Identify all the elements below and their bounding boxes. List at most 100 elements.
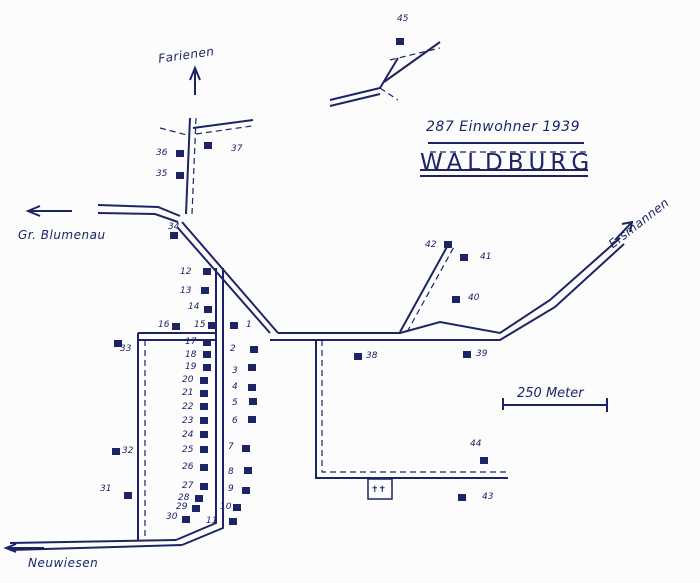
- house-marker-15: [208, 322, 216, 329]
- road-east-spur: [399, 244, 449, 333]
- house-marker-34: [170, 232, 178, 239]
- house-marker-16: [172, 323, 180, 330]
- house-number-label: 14: [188, 302, 200, 312]
- house-marker-18: [203, 351, 211, 358]
- houses: [112, 38, 488, 525]
- house-marker-14: [204, 306, 212, 313]
- house-number-label: 24: [182, 430, 194, 440]
- road-southwest: [9, 539, 177, 544]
- house-marker-3: [248, 364, 256, 371]
- house-marker-7: [242, 445, 250, 452]
- house-number-label: 3: [232, 366, 238, 376]
- house-number-label: 20: [182, 375, 194, 385]
- house-number-label: 7: [228, 442, 234, 452]
- house-number-label: 26: [182, 462, 194, 472]
- house-number-label: 1: [246, 320, 252, 330]
- house-marker-38: [354, 353, 362, 360]
- house-marker-10: [233, 504, 241, 511]
- house-marker-23: [200, 417, 208, 424]
- house-marker-6: [248, 416, 256, 423]
- house-marker-30: [182, 516, 190, 523]
- house-number-label: 35: [156, 169, 168, 179]
- house-marker-43: [458, 494, 466, 501]
- house-number-label: 6: [232, 416, 238, 426]
- house-number-label: 36: [156, 148, 168, 158]
- house-number-label: 31: [100, 484, 112, 494]
- scale-label: 250 Meter: [517, 386, 584, 401]
- house-number-label: 9: [228, 484, 234, 494]
- house-marker-36: [176, 150, 184, 157]
- cemetery: ✝✝: [367, 478, 393, 500]
- arrow-southwest-icon: [3, 543, 44, 553]
- house-number-label: 21: [182, 388, 194, 398]
- house-number-label: 22: [182, 402, 194, 412]
- roads: [9, 41, 625, 551]
- house-marker-45: [396, 38, 404, 45]
- house-number-label: 2: [230, 344, 236, 354]
- house-number-label: 15: [194, 320, 206, 330]
- map-title: WALDBURG: [420, 150, 595, 176]
- house-marker-25: [200, 446, 208, 453]
- house-marker-1: [230, 322, 238, 329]
- house-marker-5: [249, 398, 257, 405]
- house-number-label: 45: [397, 14, 409, 24]
- house-number-label: 40: [468, 293, 480, 303]
- house-marker-9: [242, 487, 250, 494]
- direction-label-southwest: Neuwiesen: [28, 556, 99, 570]
- house-marker-33: [114, 340, 122, 347]
- house-marker-29: [192, 505, 200, 512]
- house-number-label: 4: [232, 382, 238, 392]
- house-marker-35: [176, 172, 184, 179]
- house-number-label: 28: [178, 493, 190, 503]
- house-number-label: 18: [185, 350, 197, 360]
- house-marker-31: [124, 492, 132, 499]
- house-marker-44: [480, 457, 488, 464]
- house-number-label: 42: [425, 240, 437, 250]
- house-marker-24: [200, 431, 208, 438]
- arrow-west-icon: [25, 205, 72, 217]
- house-number-label: 12: [180, 267, 192, 277]
- house-marker-8: [244, 467, 252, 474]
- svg-text:✝✝: ✝✝: [371, 485, 386, 495]
- population-note: 287 Einwohner 1939: [426, 119, 580, 135]
- road-north: [185, 117, 191, 215]
- house-marker-28: [195, 495, 203, 502]
- house-number-label: 8: [228, 467, 234, 477]
- house-number-label: 44: [470, 439, 482, 449]
- house-marker-13: [201, 287, 209, 294]
- house-number-label: 16: [158, 320, 170, 330]
- house-marker-26: [200, 464, 208, 471]
- house-marker-17: [203, 339, 211, 346]
- house-number-label: 29: [176, 502, 188, 512]
- road-south-east: [315, 340, 508, 479]
- road-west: [97, 204, 181, 217]
- house-marker-41: [460, 254, 468, 261]
- direction-arrows: [3, 65, 634, 553]
- house-number-label: 30: [166, 512, 178, 522]
- scale-bar: [502, 398, 608, 412]
- house-number-label: 5: [232, 398, 238, 408]
- house-marker-11: [229, 518, 237, 525]
- road-main-east: [278, 237, 621, 335]
- house-marker-20: [200, 377, 208, 384]
- house-number-label: 43: [482, 492, 494, 502]
- house-number-label: 37: [231, 144, 243, 154]
- direction-label-west: Gr. Blumenau: [18, 228, 106, 242]
- house-number-label: 13: [180, 286, 192, 296]
- road-diagonal-main: [181, 221, 279, 334]
- house-marker-40: [452, 296, 460, 303]
- house-number-label: 27: [182, 481, 194, 491]
- house-number-label: 17: [185, 337, 197, 347]
- house-number-label: 41: [480, 252, 492, 262]
- house-marker-32: [112, 448, 120, 455]
- house-number-label: 23: [182, 416, 194, 426]
- arrow-east-icon: [614, 220, 634, 241]
- house-marker-2: [250, 346, 258, 353]
- road-village-street: [175, 268, 217, 541]
- house-marker-4: [248, 384, 256, 391]
- house-number-label: 32: [122, 446, 134, 456]
- house-marker-21: [200, 390, 208, 397]
- house-number-label: 10: [220, 502, 232, 512]
